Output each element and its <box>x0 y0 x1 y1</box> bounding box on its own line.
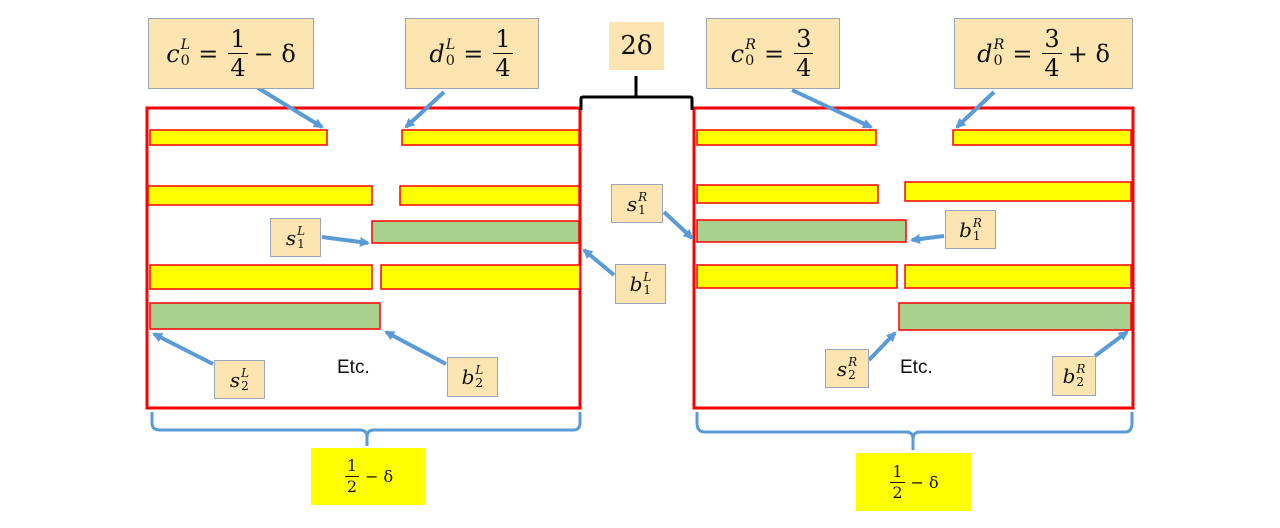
right-etc-label: Etc. <box>900 357 933 378</box>
left-bar-row4-left <box>149 264 373 290</box>
left-width-brace <box>150 412 582 446</box>
arrow-left-c0 <box>256 86 324 129</box>
gap-label: 2δ <box>609 22 664 70</box>
arrow-right-c0 <box>791 88 873 129</box>
arrow-left-d0 <box>404 90 446 129</box>
right-width-brace <box>695 412 1134 450</box>
arrow-right-s2 <box>867 331 897 362</box>
left-bar-s2-green <box>149 302 381 330</box>
left-bar-c0 <box>149 129 328 146</box>
arrow-right-b2 <box>1093 330 1129 358</box>
arrow-right-d0 <box>955 90 996 129</box>
left-etc-label: Etc. <box>337 357 370 378</box>
gap-bracket <box>579 76 694 110</box>
left-bar-row4-right <box>380 264 581 290</box>
arrow-left-s1 <box>321 235 370 247</box>
left-bar-s1-green <box>371 220 580 244</box>
right-bar-s2-green <box>898 302 1132 331</box>
arrow-left-b1 <box>582 248 616 277</box>
right-bar-row2-right <box>904 181 1132 202</box>
arrow-right-s1 <box>662 210 694 240</box>
left-bar-row2-left <box>147 185 373 206</box>
arrow-right-b1 <box>910 234 945 244</box>
right-bar-row4-left <box>696 264 898 289</box>
left-bar-d0 <box>401 129 580 146</box>
right-frame <box>692 106 1135 410</box>
right-bar-c0 <box>696 129 877 146</box>
arrow-left-s2 <box>152 332 214 366</box>
right-bar-row4-right <box>904 264 1132 289</box>
right-bar-s1-green <box>696 219 907 243</box>
right-bar-row2-left <box>696 184 879 204</box>
left-bar-row2-right <box>399 185 580 206</box>
left-frame <box>145 106 582 410</box>
arrow-left-b2 <box>384 330 447 366</box>
right-bar-d0 <box>952 129 1132 146</box>
